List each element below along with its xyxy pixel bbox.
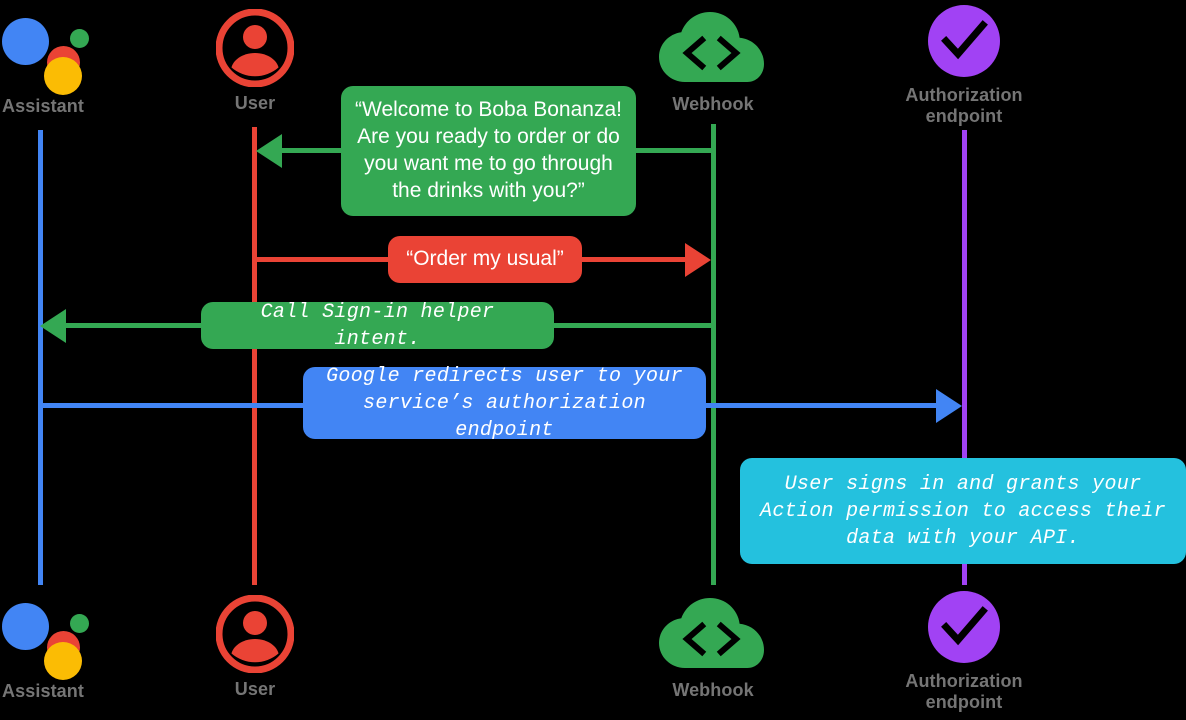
message-text-redirect: Google redirects user to your service’s … bbox=[326, 364, 683, 442]
lifeline-auth bbox=[962, 130, 967, 585]
message-arrowhead-redirect bbox=[936, 389, 962, 423]
message-bubble-order: “Order my usual” bbox=[388, 236, 582, 283]
actor-webhook-bottom: Webhook bbox=[618, 594, 808, 701]
user-avatar-icon bbox=[216, 9, 294, 87]
message-text-grant-permission: User signs in and grants your Action per… bbox=[760, 472, 1166, 550]
actor-user-top: User bbox=[160, 9, 350, 114]
user-avatar-icon bbox=[216, 595, 294, 673]
check-circle-icon bbox=[928, 5, 1000, 77]
message-bubble-redirect: Google redirects user to your service’s … bbox=[303, 365, 706, 442]
actor-label-user: User bbox=[234, 679, 276, 699]
message-text-signin: Call Sign-in helper intent. bbox=[260, 300, 495, 351]
lifeline-webhook bbox=[711, 124, 716, 585]
actor-auth-top: Authorization endpoint bbox=[869, 3, 1059, 126]
assistant-dot-green bbox=[70, 29, 89, 48]
message-bubble-welcome: “Welcome to Boba Bonanza! Are you ready … bbox=[341, 86, 636, 216]
google-assistant-icon bbox=[0, 593, 89, 680]
message-arrowhead-signin bbox=[40, 309, 66, 343]
message-arrowhead-welcome bbox=[256, 134, 282, 168]
check-circle-icon bbox=[928, 591, 1000, 663]
actor-label-user: User bbox=[234, 93, 276, 113]
message-arrowhead-order bbox=[685, 243, 711, 277]
actor-label-webhook: Webhook bbox=[672, 94, 754, 114]
message-text-order: “Order my usual” bbox=[406, 247, 564, 271]
actor-label-assistant: Assistant bbox=[2, 96, 84, 116]
assistant-dot-blue bbox=[2, 18, 49, 65]
actor-label-auth: Authorization endpoint bbox=[905, 85, 1023, 126]
actor-user-bottom: User bbox=[160, 595, 350, 700]
message-bubble-grant-permission: User signs in and grants your Action per… bbox=[740, 458, 1186, 564]
assistant-dot-blue bbox=[2, 603, 49, 650]
message-bubble-signin: Call Sign-in helper intent. bbox=[201, 301, 554, 351]
actor-assistant-top: Assistant bbox=[0, 8, 138, 117]
actor-label-webhook: Webhook bbox=[672, 680, 754, 700]
lifeline-assistant bbox=[38, 130, 43, 585]
actor-webhook-top: Webhook bbox=[618, 8, 808, 115]
lifeline-user bbox=[252, 127, 257, 585]
cloud-code-icon bbox=[659, 12, 764, 82]
message-text-welcome: “Welcome to Boba Bonanza! Are you ready … bbox=[355, 98, 622, 202]
google-assistant-icon bbox=[0, 8, 89, 95]
assistant-dot-yellow bbox=[44, 57, 82, 95]
actor-label-assistant: Assistant bbox=[2, 681, 84, 701]
actor-assistant-bottom: Assistant bbox=[0, 593, 138, 702]
cloud-code-icon bbox=[659, 598, 764, 668]
assistant-dot-green bbox=[70, 614, 89, 633]
actor-auth-bottom: Authorization endpoint bbox=[869, 589, 1059, 712]
assistant-dot-yellow bbox=[44, 642, 82, 680]
actor-label-auth: Authorization endpoint bbox=[905, 671, 1023, 712]
